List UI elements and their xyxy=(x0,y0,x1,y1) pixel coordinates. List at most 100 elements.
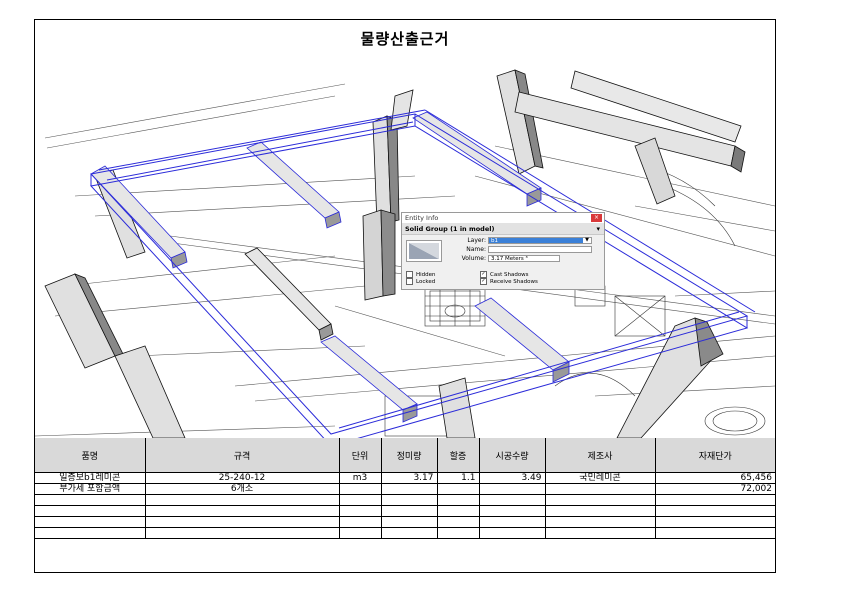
table-cell[interactable] xyxy=(436,505,480,517)
table-row: 부가세 포함금액 6개소 72,002 xyxy=(35,483,775,495)
table-cell[interactable]: 3.17 xyxy=(380,472,438,484)
table-cell[interactable] xyxy=(338,527,382,539)
cast-shadows-label: Cast Shadows xyxy=(490,271,529,278)
table-row xyxy=(35,527,775,539)
locked-checkbox-box[interactable] xyxy=(406,278,413,285)
structural-members xyxy=(44,69,746,438)
table-cell[interactable] xyxy=(436,494,480,506)
layer-value: b1 xyxy=(491,237,498,244)
check-icon[interactable]: ✓ xyxy=(480,271,487,278)
table-header-row: 품명 규격 단위 정미량 할증 시공수량 제조사 자재단가 xyxy=(35,438,775,473)
locked-label: Locked xyxy=(416,278,436,285)
table-cell[interactable]: 일층보b1레미콘 xyxy=(35,472,146,484)
table-cell[interactable] xyxy=(654,494,775,506)
selected-beams xyxy=(90,111,570,423)
table-cell[interactable] xyxy=(380,527,438,539)
quantity-table: 품명 규격 단위 정미량 할증 시공수량 제조사 자재단가 일층보b1레미콘 2… xyxy=(35,438,775,539)
table-cell[interactable] xyxy=(544,494,656,506)
column-header-unit-price: 자재단가 xyxy=(654,438,775,473)
table-cell[interactable] xyxy=(338,483,382,495)
table-cell[interactable] xyxy=(380,494,438,506)
table-cell[interactable] xyxy=(654,527,775,539)
table-cell[interactable] xyxy=(35,527,146,539)
column-header-net-qty: 정미량 xyxy=(380,438,438,473)
column-header-item: 품명 xyxy=(35,438,146,473)
table-row: 일층보b1레미콘 25-240-12 m3 3.17 1.1 3.49 국민레미… xyxy=(35,472,775,484)
table-cell[interactable] xyxy=(338,516,382,528)
material-thumbnail[interactable] xyxy=(406,240,442,262)
entity-info-panel: Entity Info × Solid Group (1 in model) ▾… xyxy=(401,212,605,290)
3d-model-drawing xyxy=(35,69,775,438)
chevron-down-icon[interactable]: ▼ xyxy=(583,238,591,243)
hidden-checkbox-box[interactable] xyxy=(406,271,413,278)
table-cell[interactable]: m3 xyxy=(338,472,382,484)
table-cell[interactable] xyxy=(544,483,656,495)
table-cell[interactable]: 65,456 xyxy=(654,472,775,484)
table-cell[interactable]: 72,002 xyxy=(654,483,775,495)
entity-info-header: Solid Group (1 in model) ▾ xyxy=(402,223,604,235)
volume-value: 3.17 Meters ³ xyxy=(488,255,560,262)
receive-shadows-checkbox[interactable]: ✓ Receive Shadows xyxy=(480,278,538,285)
column-header-premium: 할증 xyxy=(436,438,480,473)
column-header-install-qty: 시공수량 xyxy=(478,438,546,473)
check-icon[interactable]: ✓ xyxy=(480,278,487,285)
table-cell[interactable]: 1.1 xyxy=(436,472,480,484)
table-cell[interactable] xyxy=(544,527,656,539)
receive-shadows-label: Receive Shadows xyxy=(490,278,538,285)
table-row xyxy=(35,516,775,528)
table-cell[interactable]: 25-240-12 xyxy=(144,472,340,484)
table-cell[interactable] xyxy=(478,527,546,539)
table-cell[interactable] xyxy=(144,516,340,528)
quantity-sheet: 물량산출근거 xyxy=(34,19,776,573)
table-cell[interactable] xyxy=(338,494,382,506)
table-cell[interactable] xyxy=(654,516,775,528)
table-cell[interactable] xyxy=(35,505,146,517)
table-row xyxy=(35,494,775,506)
table-cell[interactable] xyxy=(478,494,546,506)
table-cell[interactable] xyxy=(544,505,656,517)
table-cell[interactable] xyxy=(478,516,546,528)
model-viewport[interactable]: Entity Info × Solid Group (1 in model) ▾… xyxy=(35,56,775,438)
volume-label: Volume: xyxy=(461,255,486,262)
table-cell[interactable] xyxy=(544,516,656,528)
column-header-spec: 규격 xyxy=(144,438,340,473)
table-cell[interactable] xyxy=(35,516,146,528)
table-cell[interactable] xyxy=(478,505,546,517)
table-cell[interactable] xyxy=(436,527,480,539)
cast-shadows-checkbox[interactable]: ✓ Cast Shadows xyxy=(480,271,529,278)
hidden-label: Hidden xyxy=(416,271,436,278)
column-header-unit: 단위 xyxy=(338,438,382,473)
selection-outline xyxy=(90,109,756,438)
entity-type-label: Solid Group (1 in model) xyxy=(405,224,495,233)
table-cell[interactable] xyxy=(380,483,438,495)
table-cell[interactable]: 부가세 포함금액 xyxy=(35,483,146,495)
table-row xyxy=(35,505,775,517)
table-cell[interactable] xyxy=(380,516,438,528)
table-cell[interactable] xyxy=(436,516,480,528)
table-cell[interactable]: 6개소 xyxy=(144,483,340,495)
table-cell[interactable] xyxy=(144,494,340,506)
table-cell[interactable] xyxy=(380,505,438,517)
table-cell[interactable] xyxy=(144,505,340,517)
name-row: Name: xyxy=(432,246,592,253)
table-cell[interactable] xyxy=(478,483,546,495)
table-cell[interactable]: 국민레미콘 xyxy=(544,472,656,484)
entity-info-title: Entity Info xyxy=(405,214,439,222)
table-cell[interactable] xyxy=(338,505,382,517)
table-cell[interactable] xyxy=(436,483,480,495)
hidden-checkbox[interactable]: Hidden xyxy=(406,271,436,278)
layer-dropdown[interactable]: b1 ▼ xyxy=(488,237,592,244)
close-button[interactable]: × xyxy=(591,214,602,222)
column-header-maker: 제조사 xyxy=(544,438,656,473)
material-swatch-icon xyxy=(409,243,439,259)
table-cell[interactable] xyxy=(35,494,146,506)
entity-info-titlebar[interactable]: Entity Info × xyxy=(402,213,604,223)
table-cell[interactable] xyxy=(144,527,340,539)
pin-icon[interactable]: ▾ xyxy=(596,225,600,233)
name-input[interactable] xyxy=(488,246,592,253)
table-cell[interactable] xyxy=(654,505,775,517)
volume-row: Volume: 3.17 Meters ³ xyxy=(432,255,560,262)
locked-checkbox[interactable]: Locked xyxy=(406,278,435,285)
page-title: 물량산출근거 xyxy=(35,20,775,57)
table-cell[interactable]: 3.49 xyxy=(478,472,546,484)
